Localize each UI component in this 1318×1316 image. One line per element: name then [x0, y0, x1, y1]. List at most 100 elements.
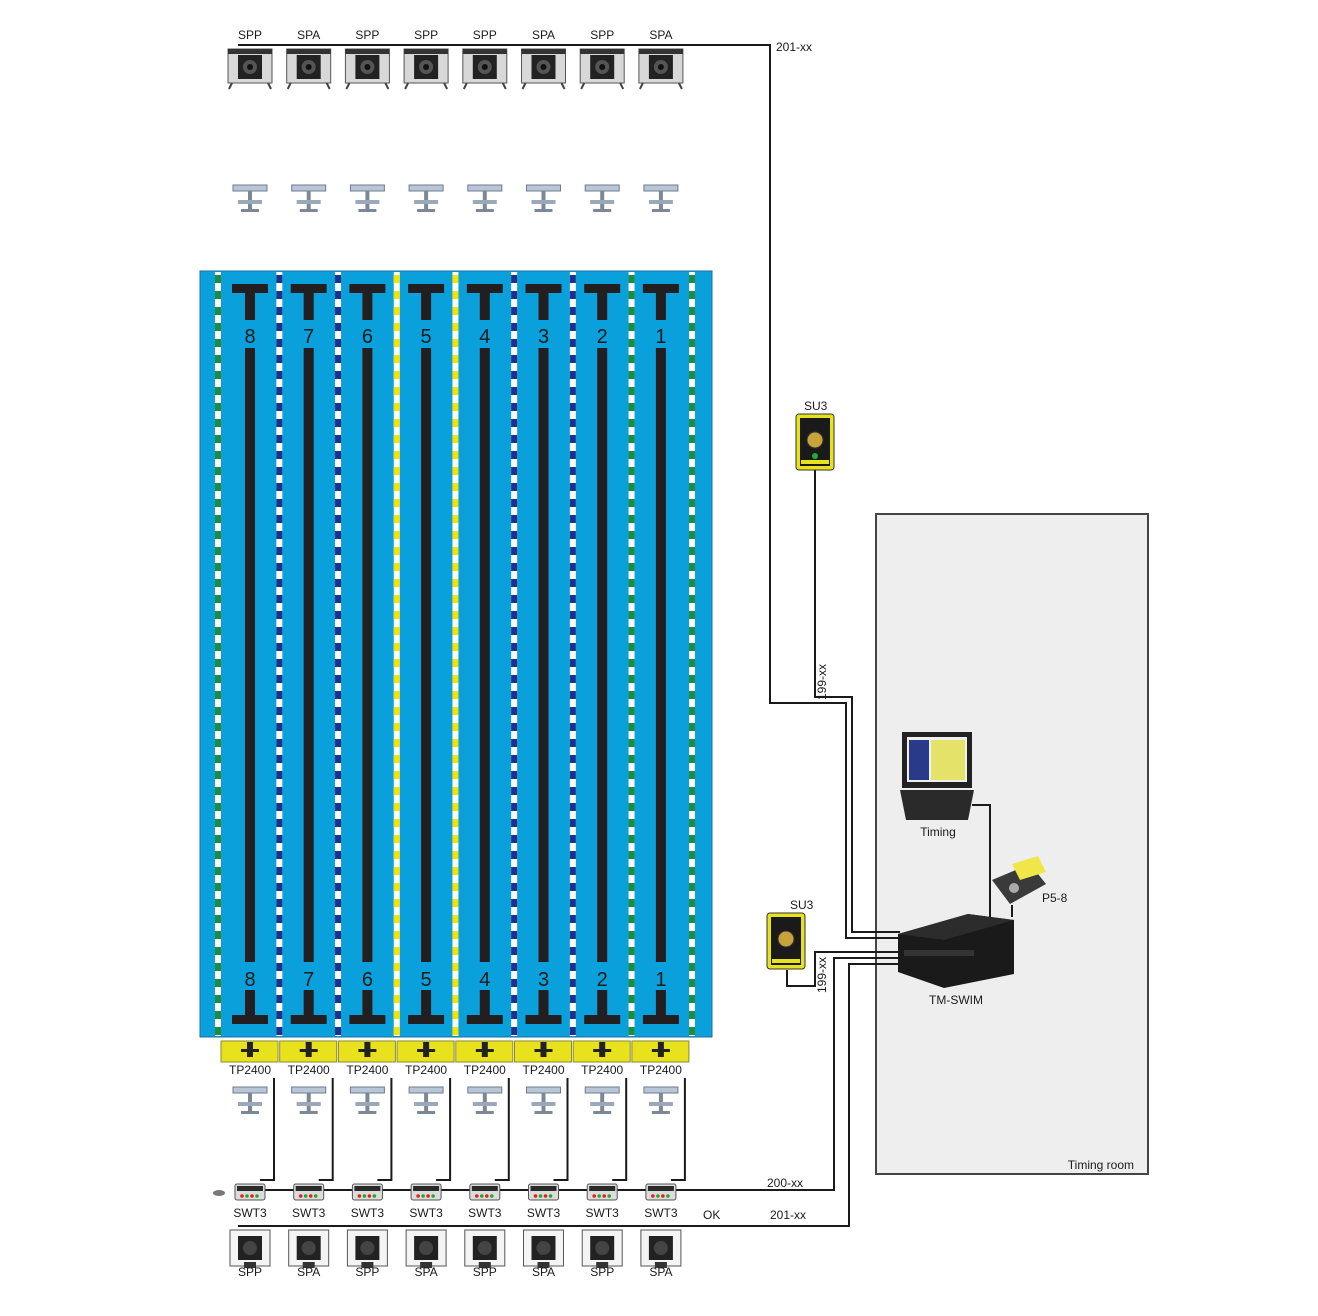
rope-float — [335, 659, 342, 667]
rope-float — [689, 307, 695, 315]
su3-top-brand — [801, 460, 829, 464]
rope-float — [215, 627, 221, 635]
lane-number-bottom: 7 — [303, 969, 314, 991]
rope-float — [452, 435, 459, 443]
rope-float — [628, 979, 635, 987]
switch-icon — [645, 1183, 677, 1201]
top-speaker-label: SPA — [297, 28, 320, 42]
rope-float — [689, 611, 695, 619]
lane-rope — [393, 272, 400, 1036]
switch-label: SWT3 — [409, 1206, 443, 1220]
rope-float — [276, 691, 283, 699]
lane-top-stem — [421, 284, 432, 320]
printer-label: P5-8 — [1042, 891, 1068, 905]
rope-float — [511, 659, 518, 667]
rope-float — [511, 339, 518, 347]
rope-float — [628, 291, 635, 299]
rope-float — [511, 915, 518, 923]
rope-float — [393, 723, 400, 731]
touchpad-wire — [612, 1078, 628, 1181]
rope-float — [276, 643, 283, 651]
rope-float — [628, 307, 635, 315]
speaker-icon — [229, 1229, 271, 1269]
rope-float — [569, 691, 576, 699]
touchpad-connector-bar — [475, 1049, 494, 1052]
starting-block-icon — [408, 1086, 444, 1115]
rope-float — [393, 659, 400, 667]
lane-number-bottom: 8 — [244, 969, 255, 991]
top-speaker: SPP — [403, 28, 450, 90]
rope-float — [628, 563, 635, 571]
rope-float — [452, 851, 459, 859]
rope-float — [689, 1027, 695, 1035]
rope-float — [276, 371, 283, 379]
starting-block-icon — [408, 184, 444, 213]
rope-float — [511, 851, 518, 859]
rope-float — [276, 1011, 283, 1019]
bottom-speaker: SPP — [346, 1229, 388, 1279]
rope-float — [569, 755, 576, 763]
rope-float — [393, 851, 400, 859]
rope-float — [393, 291, 400, 299]
rope-float — [689, 979, 695, 987]
top-starting-blocks — [232, 184, 679, 213]
rope-float — [569, 371, 576, 379]
rope-float — [628, 963, 635, 971]
swt3-switch: SWT3 — [644, 1183, 678, 1220]
lane-1: 11 — [642, 284, 679, 1024]
rope-float — [511, 547, 518, 555]
rope-float — [335, 915, 342, 923]
cable-laptop — [972, 804, 991, 923]
rope-float — [393, 995, 400, 1003]
rope-float — [452, 915, 459, 923]
rope-float — [569, 1011, 576, 1019]
rope-float — [276, 387, 283, 395]
rope-float — [511, 867, 518, 875]
touchpad: TP2400 — [631, 1040, 690, 1077]
lane-2: 22 — [584, 284, 621, 1024]
rope-base — [628, 272, 635, 1036]
rope-float — [335, 467, 342, 475]
rope-float — [569, 739, 576, 747]
rope-float — [335, 819, 342, 827]
rope-float — [628, 435, 635, 443]
rope-float — [276, 467, 283, 475]
rope-float — [215, 611, 221, 619]
rope-float — [276, 419, 283, 427]
rope-float — [628, 371, 635, 379]
rope-float — [569, 1027, 576, 1035]
rope-float — [569, 867, 576, 875]
rope-float — [215, 643, 221, 651]
rope-float — [452, 643, 459, 651]
rope-float — [452, 867, 459, 875]
rope-float — [215, 563, 221, 571]
rope-float — [452, 563, 459, 571]
rope-float — [569, 435, 576, 443]
touchpad-label: TP2400 — [346, 1063, 388, 1077]
rope-float — [511, 707, 518, 715]
switch-icon — [351, 1183, 383, 1201]
rope-float — [689, 723, 695, 731]
touchpad-wire — [436, 1078, 452, 1181]
rope-float — [452, 387, 459, 395]
su3-bottom-label: SU3 — [790, 898, 814, 912]
rope-float — [393, 627, 400, 635]
rope-float — [393, 867, 400, 875]
rope-float — [569, 787, 576, 795]
rope-float — [569, 835, 576, 843]
top-speaker-label: SPP — [590, 28, 614, 42]
rope-float — [452, 595, 459, 603]
rope-float — [569, 419, 576, 427]
rope-float — [393, 435, 400, 443]
speaker-icon — [520, 48, 567, 90]
rope-float — [335, 323, 342, 331]
rope-float — [689, 707, 695, 715]
cabling — [238, 44, 1013, 1227]
rope-float — [511, 387, 518, 395]
rope-float — [628, 387, 635, 395]
rope-float — [511, 1011, 518, 1019]
bottom-speaker-label: SPP — [238, 1265, 262, 1279]
rope-base — [569, 272, 576, 1036]
